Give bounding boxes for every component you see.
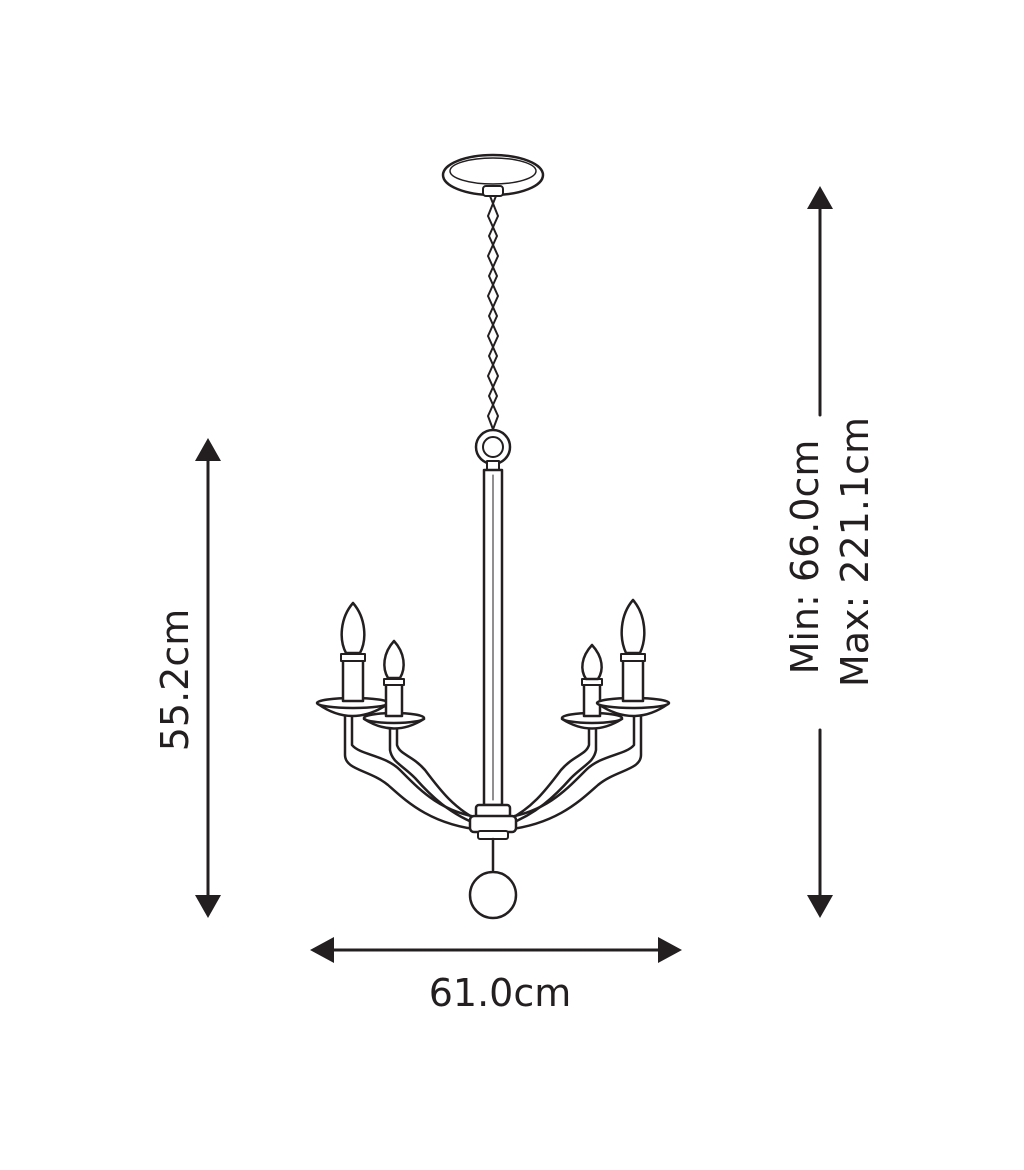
drop-max-label: Max: 221.1cm bbox=[833, 417, 877, 687]
candle-inner-left bbox=[362, 639, 426, 730]
stem bbox=[482, 468, 504, 807]
arms bbox=[343, 713, 643, 832]
width-dimension-arrow bbox=[310, 937, 682, 963]
candle-inner-right bbox=[560, 643, 624, 730]
drop-min-label: Min: 66.0cm bbox=[783, 440, 827, 675]
center-hub bbox=[468, 803, 518, 840]
ceiling-canopy bbox=[441, 153, 545, 197]
height-dimension-arrow bbox=[195, 438, 221, 918]
candle-outer-left bbox=[315, 601, 391, 718]
drop-dimension-arrow bbox=[807, 186, 833, 918]
width-label: 61.0cm bbox=[429, 971, 572, 1015]
chain bbox=[487, 195, 499, 433]
candle-outer-right bbox=[595, 598, 671, 718]
height-label: 55.2cm bbox=[153, 609, 197, 752]
chandelier-illustration bbox=[315, 153, 671, 920]
loop-ring bbox=[474, 428, 512, 472]
drop-finial bbox=[468, 837, 518, 920]
